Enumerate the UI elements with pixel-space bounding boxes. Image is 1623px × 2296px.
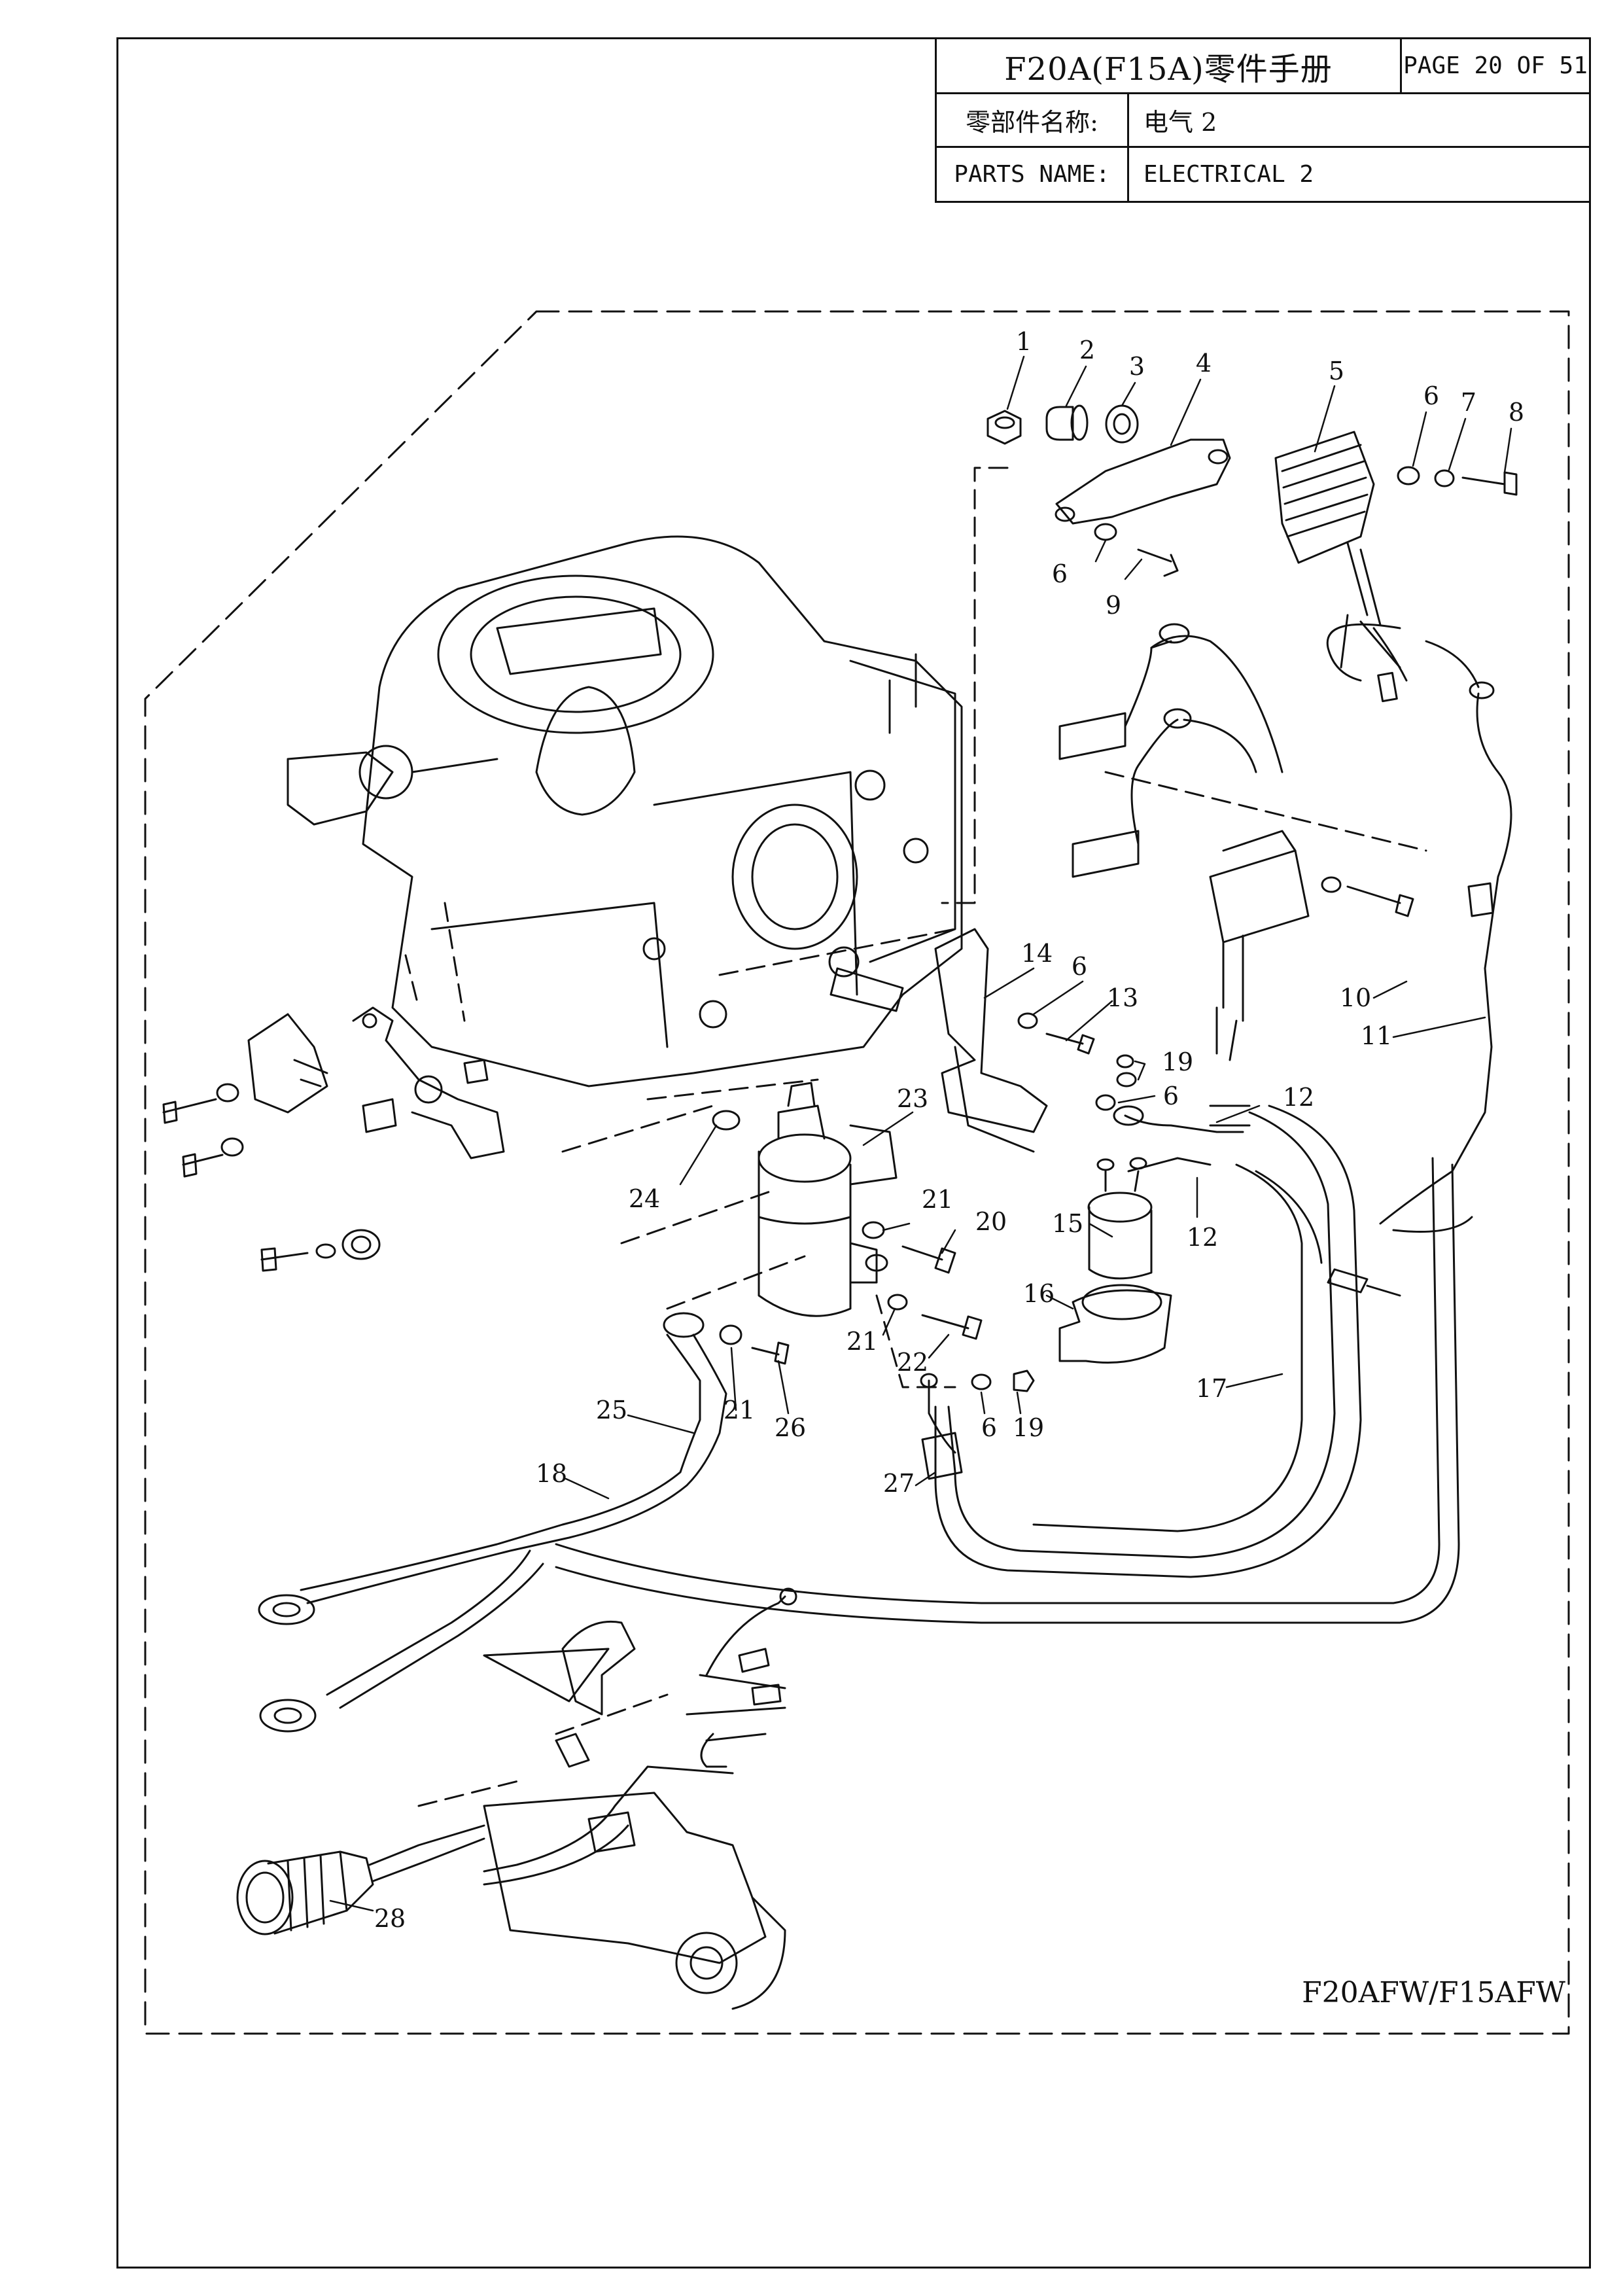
page-label: PAGE 20 OF 51 bbox=[1402, 39, 1589, 94]
callout-label: 11 bbox=[1361, 1021, 1392, 1050]
assembly-boundary bbox=[144, 310, 1570, 2035]
starter-relay bbox=[1058, 1157, 1172, 1364]
lower-harness bbox=[483, 1587, 797, 2010]
callout-label: 3 bbox=[1129, 352, 1145, 381]
cn-name-label: 零部件名称: bbox=[937, 94, 1129, 148]
cn-name-value: 电气 2 bbox=[1129, 94, 1589, 148]
callout-label: 19 bbox=[1013, 1413, 1044, 1442]
callout-label: 6 bbox=[981, 1413, 997, 1442]
connector-28 bbox=[236, 1824, 485, 1935]
callout-label: 14 bbox=[1021, 939, 1053, 968]
manual-title: F20A(F15A)零件手册 bbox=[937, 39, 1402, 94]
callout-label: 6 bbox=[1052, 559, 1068, 588]
starter-fasteners bbox=[712, 1110, 1035, 1392]
callout-label: 27 bbox=[883, 1469, 915, 1498]
callout-label: 28 bbox=[374, 1904, 406, 1933]
callout-label: 25 bbox=[596, 1396, 627, 1424]
callout-label: 24 bbox=[629, 1184, 660, 1213]
callout-label: 16 bbox=[1023, 1279, 1055, 1308]
callout-label: 23 bbox=[897, 1084, 928, 1113]
callout-label: 21 bbox=[922, 1185, 953, 1214]
callout-label: 26 bbox=[775, 1413, 806, 1442]
starter-motor bbox=[758, 1082, 898, 1317]
ignition-coils bbox=[1058, 623, 1512, 1061]
callout-label: 22 bbox=[897, 1348, 928, 1377]
callout-label: 21 bbox=[724, 1396, 755, 1424]
sensor-group-left bbox=[162, 1006, 505, 1272]
battery-cables-right bbox=[934, 967, 1493, 1578]
callout-label: 12 bbox=[1187, 1223, 1218, 1252]
title-block: F20A(F15A)零件手册 PAGE 20 OF 51 零部件名称: 电气 2… bbox=[935, 37, 1591, 203]
callout-labels: 1 2 3 4 5 6 7 8 6 9 14 6 13 10 11 19 6 1… bbox=[374, 327, 1524, 1933]
callout-label: 20 bbox=[975, 1207, 1007, 1236]
callout-label: 10 bbox=[1340, 983, 1371, 1012]
callout-label: 15 bbox=[1052, 1209, 1083, 1238]
callout-label: 7 bbox=[1461, 388, 1476, 417]
callout-label: 17 bbox=[1196, 1374, 1227, 1403]
callout-label: 5 bbox=[1329, 357, 1344, 385]
rectifier-group bbox=[986, 404, 1518, 703]
model-code: F20AFW/F15AFW bbox=[1302, 1976, 1565, 2009]
callout-label: 6 bbox=[1072, 952, 1087, 981]
relay-bracket bbox=[934, 928, 1137, 1153]
callout-label: 13 bbox=[1107, 983, 1138, 1012]
callout-label: 8 bbox=[1509, 398, 1524, 427]
callout-label: 12 bbox=[1283, 1083, 1314, 1112]
engine-block bbox=[287, 535, 963, 1087]
callout-label: 4 bbox=[1196, 349, 1212, 378]
callout-label: 1 bbox=[1016, 327, 1032, 356]
page-frame bbox=[116, 37, 1591, 2269]
callout-label: 2 bbox=[1079, 336, 1095, 364]
callout-label: 21 bbox=[846, 1327, 878, 1356]
callout-label: 6 bbox=[1163, 1082, 1179, 1110]
battery-cables-left bbox=[258, 1157, 1460, 1733]
leader-lines bbox=[404, 467, 1427, 1807]
callout-leaders bbox=[329, 355, 1512, 1912]
en-name-value: ELECTRICAL 2 bbox=[1143, 161, 1314, 188]
callout-label: 6 bbox=[1423, 381, 1439, 410]
callout-label: 9 bbox=[1106, 591, 1121, 620]
en-name-label: PARTS NAME: bbox=[937, 148, 1129, 201]
callout-label: 18 bbox=[536, 1459, 567, 1488]
callout-label: 19 bbox=[1162, 1048, 1193, 1076]
